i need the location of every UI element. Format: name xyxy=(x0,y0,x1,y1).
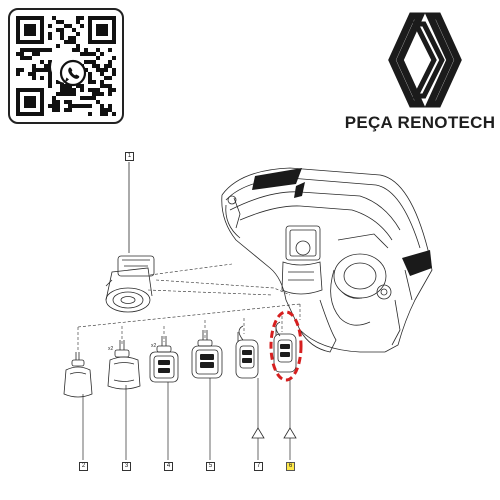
renault-diamond-logo xyxy=(388,12,462,113)
whatsapp-icon xyxy=(51,51,87,87)
key-4-illustration xyxy=(149,336,179,383)
key-4-quantity-tag: x2 xyxy=(151,343,157,349)
callout-4: 4 xyxy=(164,462,173,471)
qr-pattern xyxy=(16,16,116,116)
selected-part-highlight xyxy=(269,310,303,382)
qr-finder-pattern xyxy=(16,16,44,44)
callout-6[interactable]: 6 xyxy=(286,462,295,471)
callout-3: 3 xyxy=(122,462,131,471)
warning-triangle-6 xyxy=(283,427,297,439)
key-3-quantity-tag: x2 xyxy=(108,346,114,352)
qr-finder-pattern xyxy=(88,16,116,44)
callout-1: 1 xyxy=(125,152,134,161)
parts-diagram xyxy=(63,162,433,460)
warning-triangle-7 xyxy=(251,427,265,439)
ignition-barrel-illustration xyxy=(105,255,155,313)
callout-2: 2 xyxy=(79,462,88,471)
qr-finder-pattern xyxy=(16,88,44,116)
callout-7: 7 xyxy=(254,462,263,471)
callout-5: 5 xyxy=(206,462,215,471)
brand-name: PEÇA RENOTECH xyxy=(344,113,496,132)
key-3-illustration xyxy=(107,340,141,390)
key-6-illustration xyxy=(273,321,297,373)
key-5-illustration xyxy=(191,330,223,379)
dashboard-illustration xyxy=(221,167,433,353)
qr-code[interactable] xyxy=(8,8,124,124)
key-7-illustration xyxy=(235,325,259,379)
key-2-illustration xyxy=(63,352,93,398)
